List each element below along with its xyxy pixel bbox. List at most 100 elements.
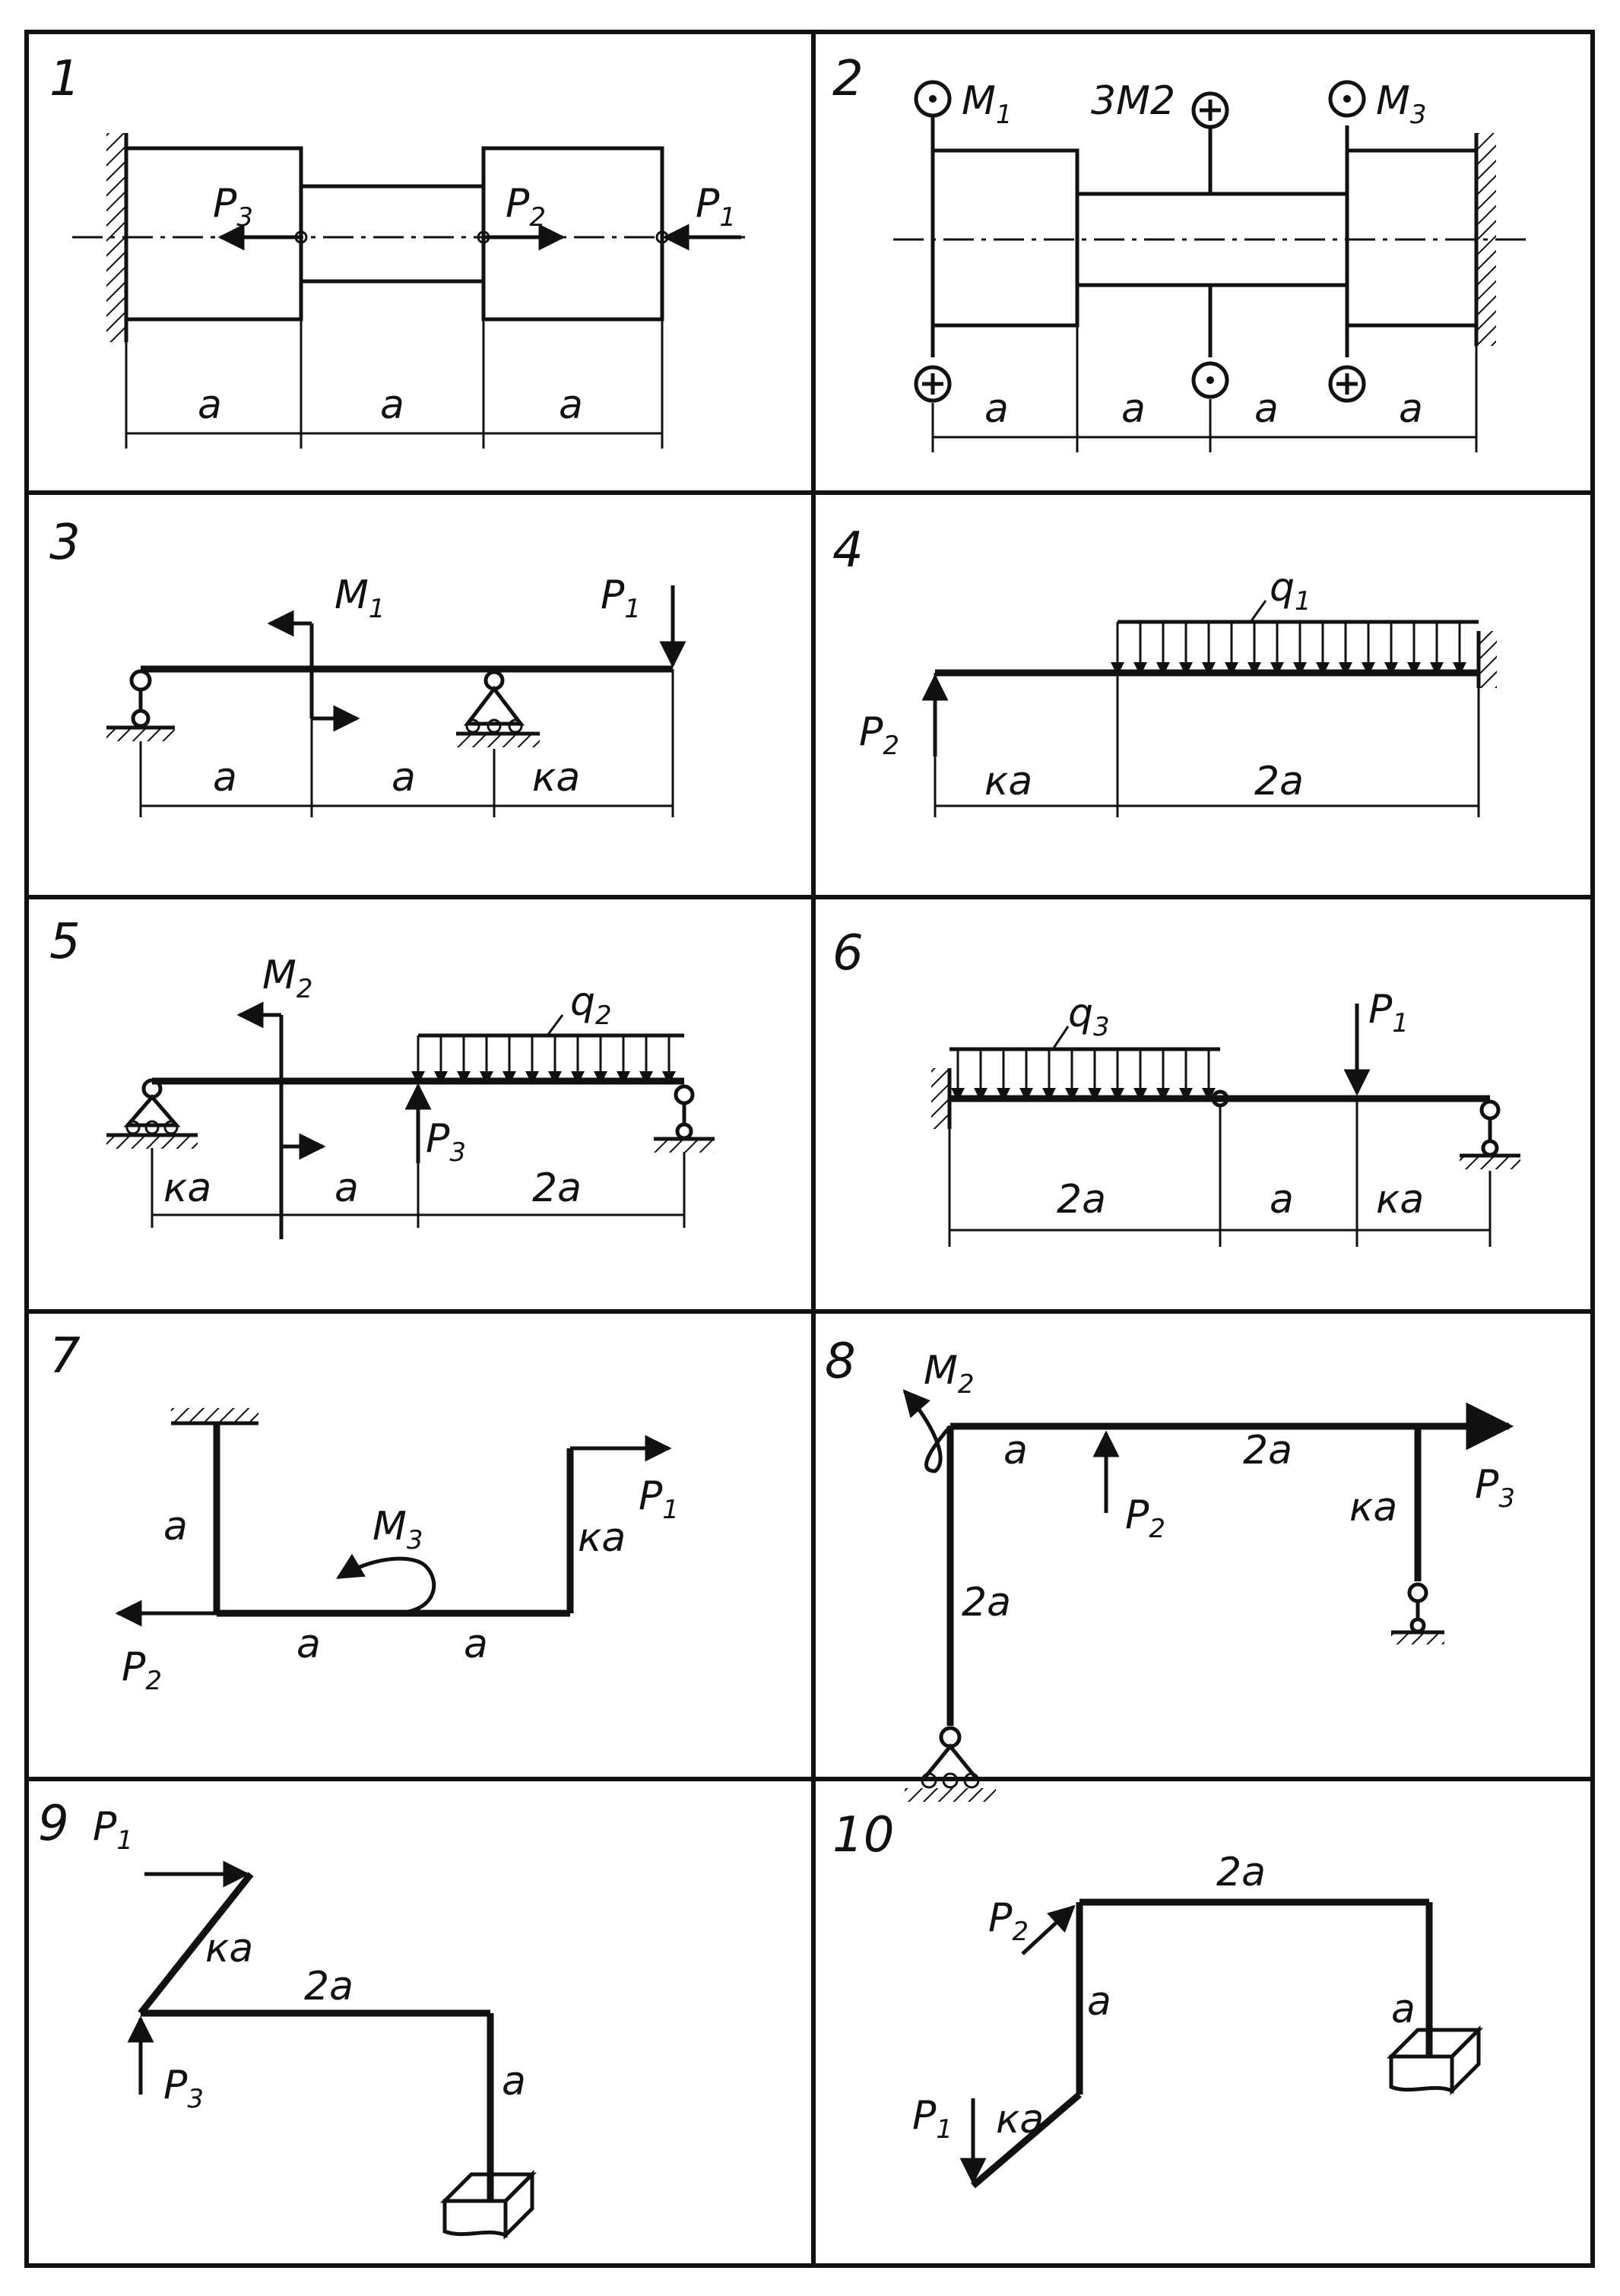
moment-symbol-plus <box>914 365 952 403</box>
force-label: P3 <box>426 1116 466 1168</box>
dimension-label: ка <box>1349 1485 1397 1530</box>
panel-3: 3 M1 P1 <box>49 515 686 817</box>
force-label: P2 <box>506 181 546 233</box>
panel-number: 10 <box>832 1807 894 1863</box>
dimension-label: 2a <box>532 1165 582 1211</box>
pin-support <box>1460 1099 1520 1169</box>
distributed-load-q2 <box>411 1014 684 1085</box>
moment-label: M3 <box>373 1504 423 1556</box>
dimension-label: ка <box>532 755 580 801</box>
force-label: P3 <box>213 181 253 233</box>
force-label: P1 <box>93 1804 133 1856</box>
dimension-label: a <box>464 1622 488 1667</box>
frame <box>959 1898 1433 2189</box>
force-label: P2 <box>1125 1492 1165 1544</box>
force-label: P1 <box>696 181 736 233</box>
panel-9: 9 P1 ка 2a P3 a <box>38 1796 537 2241</box>
pin-support <box>654 1084 715 1153</box>
moment-label: M2 <box>924 1348 975 1400</box>
dimension-label: a <box>1391 1987 1416 2032</box>
roller-support <box>456 670 540 747</box>
dimension-label: a <box>1254 386 1279 432</box>
dimension-label: a <box>334 1165 359 1211</box>
dimension-label: a <box>1399 386 1423 432</box>
moment-label: M3 <box>1376 78 1427 130</box>
shaft <box>72 146 745 322</box>
dimension-lines <box>139 669 674 817</box>
moment-label: M1 <box>962 78 1013 130</box>
panel-number: 5 <box>49 914 81 970</box>
dimension-label: ка <box>984 759 1032 804</box>
moment-m1 <box>267 610 360 732</box>
roller-support <box>106 1078 198 1149</box>
dimension-label: a <box>198 382 222 428</box>
load-label: q2 <box>570 979 612 1031</box>
panel-number: 9 <box>38 1796 69 1852</box>
force-label: P3 <box>1475 1462 1515 1514</box>
panel-number: 8 <box>825 1334 856 1390</box>
dimension-label: a <box>380 382 404 428</box>
force-label: P1 <box>601 572 641 624</box>
moment-arc <box>335 1553 436 1616</box>
moment-symbol-dot <box>914 80 952 118</box>
moment-symbol-dot <box>1191 361 1229 399</box>
moment-symbol-plus <box>1191 91 1229 129</box>
force-label: P2 <box>122 1644 162 1696</box>
panel-2: 2 M1 3M2 M3 a a a a <box>832 51 1528 452</box>
dimension-label: a <box>163 1504 188 1549</box>
dimension-label: 2a <box>1243 1428 1292 1473</box>
fixed-block <box>439 2169 537 2241</box>
panel-8: 8 M2 a 2a P3 P2 ка 2a <box>825 1334 1515 1802</box>
roller-support <box>1391 1582 1444 1644</box>
dimension-label: ка <box>578 1515 626 1561</box>
panel-number: 7 <box>49 1328 81 1384</box>
dimension-lines <box>948 1099 1492 1247</box>
moment-m2 <box>236 1001 326 1239</box>
force-label: P2 <box>988 1895 1029 1947</box>
dimension-label: 2a <box>962 1580 1011 1625</box>
dimension-lines <box>934 673 1480 817</box>
frame <box>946 1402 1514 1726</box>
dimension-label: ка <box>1376 1177 1424 1223</box>
pin-support <box>106 669 175 741</box>
dimension-lines <box>125 319 664 449</box>
dimension-label: a <box>1121 386 1146 432</box>
moment-label: 3M2 <box>1091 78 1175 124</box>
dimension-label: a <box>213 755 237 801</box>
moment-symbol-dot <box>1328 80 1366 118</box>
panel-10: 10 P2 2a a a P1 ка <box>832 1807 1484 2189</box>
dimension-label: 2a <box>1254 759 1304 804</box>
dimension-label: a <box>392 755 416 801</box>
dimension-lines <box>931 325 1478 452</box>
pin-support <box>905 1726 996 1802</box>
panel-number: 6 <box>832 925 864 982</box>
moment-label: M1 <box>334 572 385 624</box>
dimension-label: ка <box>163 1165 211 1211</box>
fixed-block <box>1386 2025 1484 2096</box>
dimension-label: ка <box>996 2097 1044 2142</box>
table-frame <box>24 30 1595 2268</box>
panel-5: 5 M2 <box>49 914 715 1239</box>
moment-label: M2 <box>262 953 313 1004</box>
panel-4: 4 q1 P2 <box>832 522 1497 817</box>
frame <box>127 1860 494 2201</box>
dimension-lines <box>151 1148 686 1228</box>
moment-arc <box>902 1389 952 1473</box>
panel-number: 1 <box>49 51 81 107</box>
dimension-label: a <box>1087 1979 1111 2025</box>
dimension-label: 2a <box>304 1964 353 2009</box>
load-label: q3 <box>1068 991 1110 1042</box>
dimension-label: ка <box>205 1926 253 1971</box>
dimension-label: a <box>502 2059 526 2104</box>
distributed-load-q3 <box>949 1026 1220 1102</box>
panel-number: 4 <box>832 522 864 579</box>
distributed-load-q1 <box>1111 600 1479 676</box>
force-label: P1 <box>1368 987 1409 1039</box>
force-label: P3 <box>163 2063 204 2114</box>
panel-6: 6 q3 P1 <box>832 925 1520 1247</box>
force-label: P2 <box>859 709 899 761</box>
dimension-label: a <box>1270 1177 1294 1223</box>
moment-symbol-plus <box>1328 365 1366 403</box>
panel-7: 7 a M3 P1 ка P2 a a <box>49 1328 679 1696</box>
